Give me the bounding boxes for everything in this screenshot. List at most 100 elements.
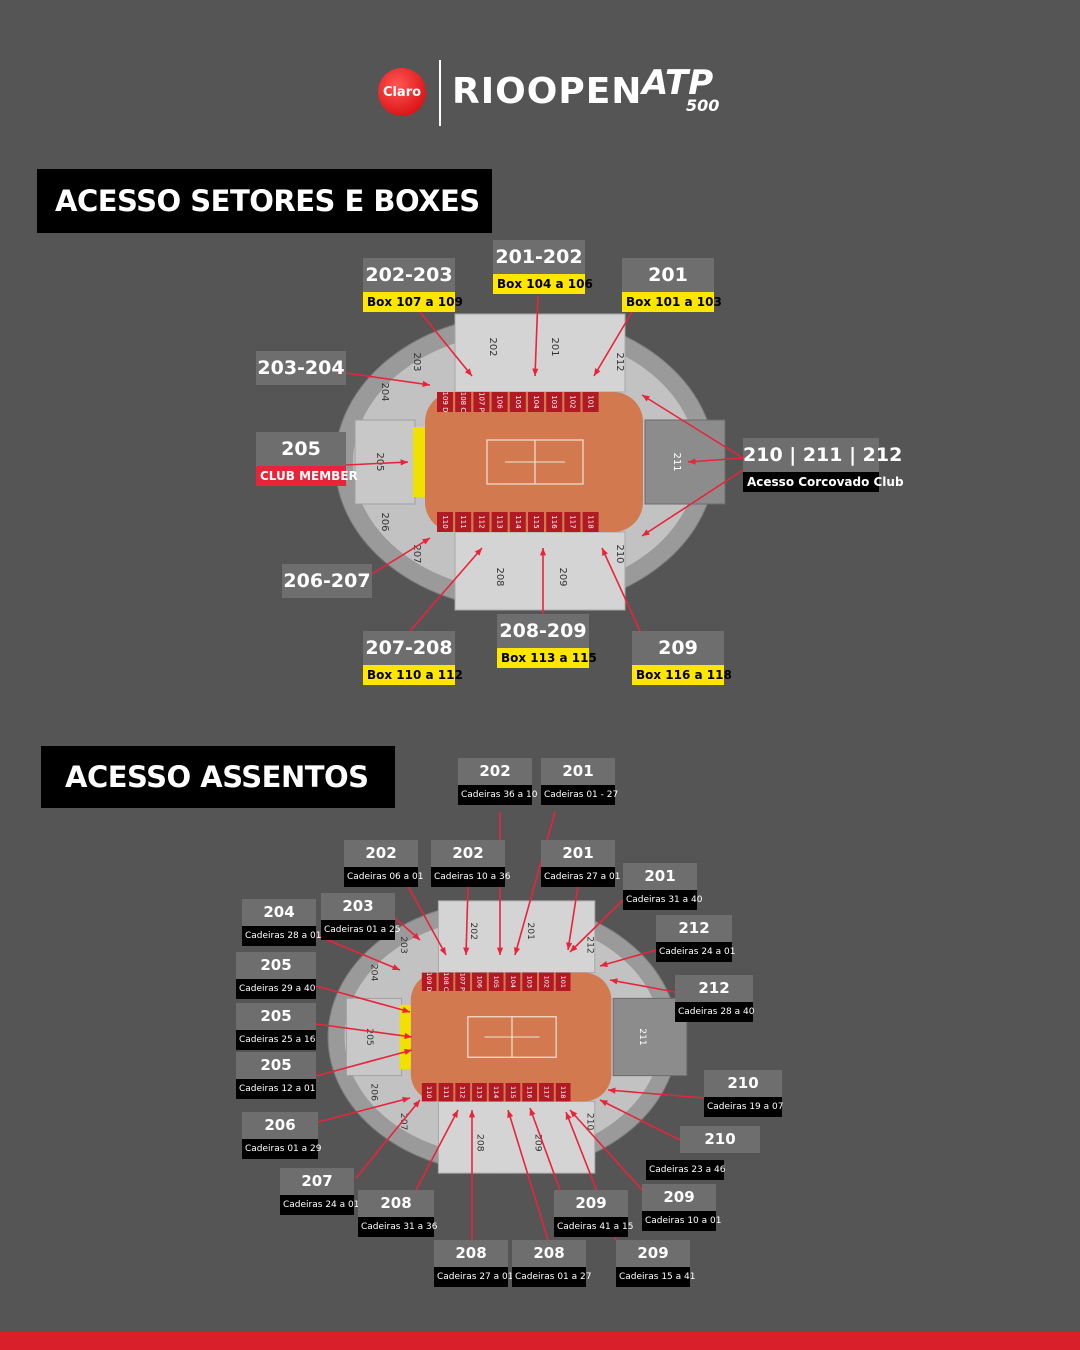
seat-arrow-15-head — [600, 1100, 608, 1107]
access-arrow-11-head — [602, 548, 608, 556]
box-label: 109 D — [425, 972, 433, 991]
sector-label-208: 208 — [494, 567, 505, 586]
sector-label-204: 204 — [379, 382, 390, 401]
label-208-209: 208-209 Box 113 a 115 — [497, 614, 597, 668]
box-113 — [491, 512, 508, 532]
box-range: Box 107 a 109 — [363, 292, 463, 312]
box-113 — [472, 1083, 487, 1102]
sector-number: 208 — [358, 1190, 434, 1217]
sector-label-205: 205 — [364, 1028, 375, 1046]
stand-top — [437, 900, 596, 974]
label-209: 209 Box 116 a 118 — [632, 631, 732, 685]
sector-number: 201 — [541, 840, 615, 867]
seat-arrow-11 — [315, 1023, 413, 1038]
box-label: 103 — [526, 976, 534, 988]
sector-number: 210 — [680, 1126, 760, 1153]
seat-arrow-5-head — [570, 944, 578, 952]
box-105 — [509, 392, 526, 412]
bottom-accent-bar — [0, 1332, 1080, 1350]
access-arrow-0-head — [464, 368, 472, 376]
box-108 — [455, 392, 472, 412]
seat-range: Cadeiras 06 a 01 — [344, 867, 423, 887]
seat-arrow-10-head — [610, 978, 618, 985]
seat-arrow-19-head — [570, 1110, 578, 1118]
sector-label-201: 201 — [549, 337, 560, 356]
seat-arrow-11-head — [404, 1032, 412, 1040]
box-118 — [582, 512, 599, 532]
box-107 — [473, 392, 490, 412]
box-label: 107 P — [459, 973, 467, 991]
sector-label-205: 205 — [374, 452, 385, 471]
access-arrow-4-head — [400, 459, 408, 466]
box-label: 101 — [587, 395, 595, 408]
box-116 — [522, 1083, 538, 1102]
seat-range: Cadeiras 01 a 25 — [321, 920, 400, 940]
sector-label-212: 212 — [614, 352, 625, 371]
stand-top — [454, 313, 626, 393]
sector-number: 205 — [236, 1003, 316, 1030]
seat-range: Cadeiras 01 a 29 — [242, 1139, 321, 1159]
box-label: 105 — [492, 976, 500, 988]
label-210-211-212: 210 | 211 | 212 Acesso Corcovado Club — [743, 438, 904, 492]
seat-range: Cadeiras 41 a 15 — [554, 1217, 633, 1237]
box-106 — [491, 392, 508, 412]
box-102 — [539, 972, 554, 991]
seat-range: Cadeiras 28 a 01 — [242, 926, 321, 946]
access-arrow-2-head — [594, 368, 601, 376]
sector-label-210: 210 — [614, 544, 625, 563]
box-range: Box 104 a 106 — [493, 274, 593, 294]
seat-range: Cadeiras 27 a 01 — [541, 867, 620, 887]
box-label: 112 — [477, 515, 485, 528]
box-label: 106 — [475, 976, 483, 988]
box-label: 101 — [559, 976, 567, 988]
box-label: 104 — [509, 976, 517, 988]
sector-number: 210 | 211 | 212 — [743, 438, 902, 472]
sector-label-209: 209 — [557, 567, 568, 586]
seat-arrow-2-head — [439, 947, 446, 955]
label-207-208: 207-208 Box 110 a 112 — [363, 631, 463, 685]
access-arrow-6 — [641, 394, 744, 459]
box-118 — [555, 1083, 571, 1102]
corcovado-club-access: Acesso Corcovado Club — [743, 472, 904, 492]
atp-logo: ATP — [642, 63, 714, 103]
access-arrow-9-head — [474, 548, 482, 556]
sector-number: 205 — [236, 952, 316, 979]
sector-label-211: 211 — [637, 1028, 648, 1046]
sector-number: 207-208 — [363, 631, 455, 665]
box-112 — [473, 512, 490, 532]
sector-label-202: 202 — [487, 337, 498, 356]
box-103 — [546, 392, 563, 412]
sector-number: 204 — [242, 899, 316, 926]
access-arrow-9 — [409, 547, 483, 632]
seat-range: Cadeiras 27 a 01 — [434, 1267, 513, 1287]
stand-205 — [354, 419, 416, 505]
box-104 — [528, 392, 544, 412]
seat-range: Cadeiras 31 a 36 — [358, 1217, 437, 1237]
box-label: 103 — [550, 395, 558, 408]
box-range: Box 110 a 112 — [363, 665, 463, 685]
sector-number: 203-204 — [256, 351, 346, 385]
sector-number: 210 — [704, 1070, 782, 1097]
sector-number: 209 — [632, 631, 724, 665]
sector-number: 209 — [616, 1240, 690, 1267]
box-101 — [582, 392, 599, 412]
sector-label-211: 211 — [671, 452, 682, 471]
seat-range: Cadeiras 23 a 46 — [646, 1160, 725, 1180]
box-label: 110 — [425, 1086, 433, 1098]
box-102 — [564, 392, 581, 412]
box-label: 111 — [442, 1086, 450, 1098]
seat-arrow-0-head — [496, 947, 504, 955]
box-label: 107 P — [477, 392, 485, 412]
access-arrow-11 — [601, 547, 641, 632]
box-label: 116 — [550, 515, 558, 529]
building-211 — [612, 997, 688, 1077]
seat-arrow-19 — [569, 1109, 643, 1191]
access-arrow-8 — [371, 537, 431, 575]
